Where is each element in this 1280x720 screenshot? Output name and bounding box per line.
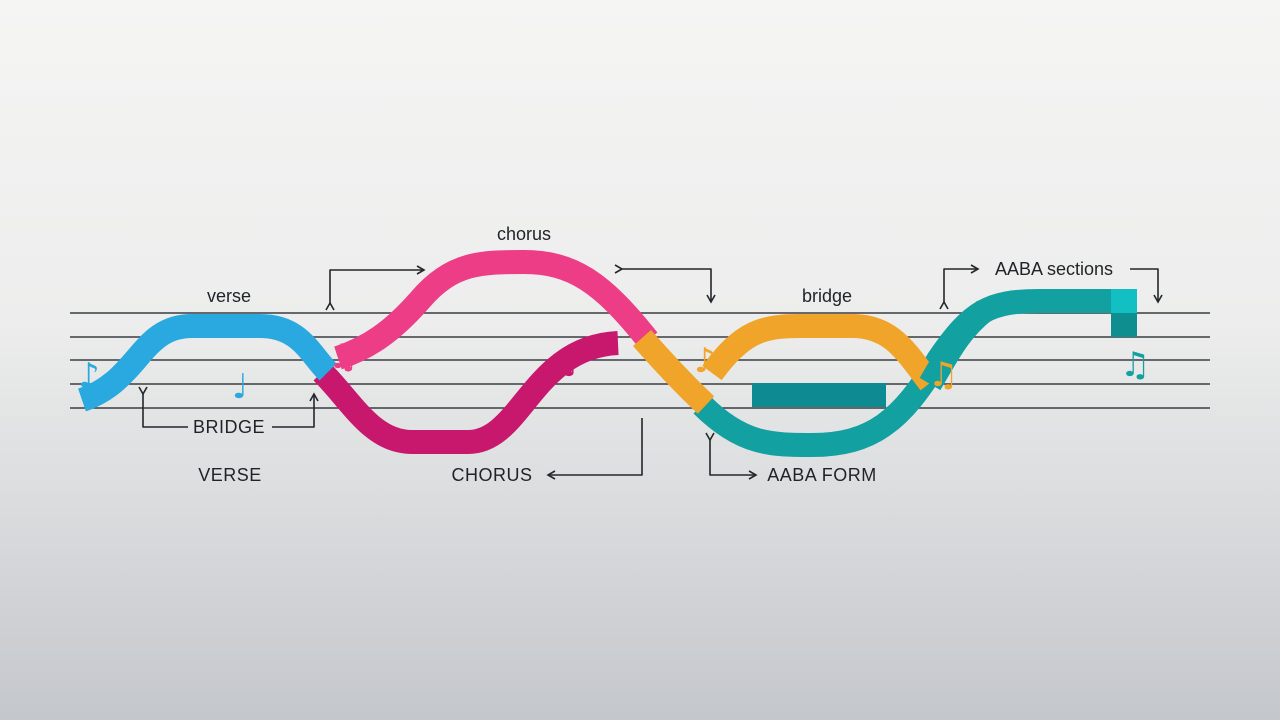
beamed-notes-icon: ♫ [1120,345,1150,385]
aaba-cross-ribbon [919,300,993,391]
arrow-icon [138,386,188,428]
aaba-sections-label: AABA sections [995,259,1113,279]
quarter-note-icon: ♩ [232,367,248,407]
verse-ribbon [77,314,337,412]
bridge-bottom-label: BRIDGE [193,417,265,437]
eighth-note-icon: ♪ [694,341,716,381]
verse-top-label: verse [207,286,251,306]
arrow-icon [1130,268,1163,304]
chorus-top-label: chorus [497,224,551,244]
arrow-icon [325,265,426,311]
chorus-high-ribbon [334,249,658,370]
connectors [138,264,1163,480]
chorus-low-ribbon [313,331,620,454]
arrow-icon [272,392,319,428]
arrow-icon [546,418,643,480]
beamed-notes-icon: ♫ [328,337,358,377]
chorus-bottom-label: CHORUS [451,465,532,485]
aaba-low-ribbon [693,289,1115,458]
eighth-note-icon: ♪ [78,356,100,396]
eighth-note-icon: ♪ [562,345,584,385]
aaba-form-label: AABA FORM [767,465,877,485]
verse-bottom-label: VERSE [198,465,262,485]
arrow-icon [614,264,716,304]
arrow-icon [939,264,980,310]
beamed-notes-icon: ♫ [928,355,958,395]
bridge-top-label: bridge [802,286,852,306]
aaba-bar [752,383,886,407]
aaba-end-cap [1111,289,1137,313]
aaba-end-block [1111,313,1137,337]
arrow-icon [705,432,758,480]
bridge-ribbon [633,314,940,414]
